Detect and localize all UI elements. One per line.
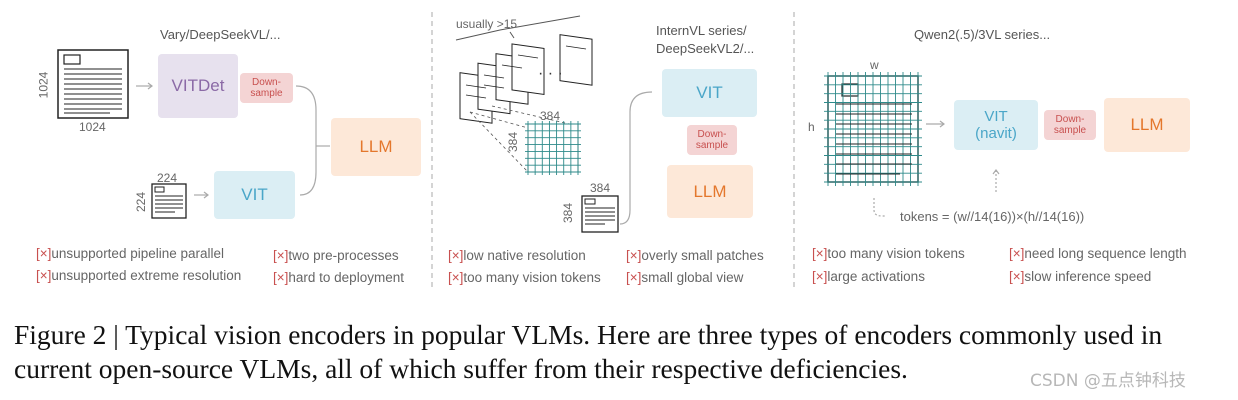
document-icon-global [581, 195, 619, 233]
issue-marker: [×] [36, 246, 52, 261]
vit-box: VIT [214, 171, 295, 219]
issue-marker: [×] [448, 248, 464, 263]
panel1-title: Vary/DeepSeekVL/... [160, 27, 281, 42]
width-label: w [870, 58, 879, 72]
downsample-box: Down- sample [240, 73, 293, 103]
issue-marker: [×] [626, 248, 642, 263]
issue-item: [×]too many vision tokens [812, 246, 965, 261]
issue-item: [×]unsupported extreme resolution [36, 268, 242, 283]
llm-box: LLM [667, 165, 753, 218]
global-doc-height-label: 384 [561, 202, 576, 224]
navit-box: VIT (navit) [954, 100, 1038, 150]
panel3-title: Qwen2(.5)/3VL series... [914, 27, 1051, 42]
flow-arrows-panel1 [136, 82, 330, 199]
downsample-box: Down- sample [687, 125, 737, 155]
downsample-box: Down- sample [1044, 110, 1096, 140]
vit-box: VIT [662, 69, 757, 117]
issue-item: [×]small global view [626, 270, 744, 285]
watermark: CSDN @五点钟科技 [1030, 371, 1186, 391]
doc-small-width-label: 224 [157, 171, 178, 185]
llm-box: LLM [331, 118, 421, 176]
issue-item: [×]overly small patches [626, 248, 764, 263]
document-tile-lines [465, 45, 587, 99]
flow-arrows-panel3 [873, 120, 1000, 217]
global-doc-width-label: 384 [590, 181, 611, 195]
document-icon-small [151, 183, 187, 219]
doc-small-height-label: 224 [134, 191, 149, 213]
issue-item: [×]unsupported pipeline parallel [36, 246, 225, 261]
issue-item: [×]large activations [812, 269, 925, 284]
bracket-line [455, 15, 581, 41]
issue-marker: [×] [36, 268, 52, 283]
issue-marker: [×] [626, 270, 642, 285]
issue-item: [×]too many vision tokens [448, 270, 601, 285]
panel2-title: InternVL series/ DeepSeekVL2/... [656, 23, 755, 56]
issue-item: [×]slow inference speed [1009, 269, 1152, 284]
issue-marker: [×] [448, 270, 464, 285]
document-icon-large [57, 49, 129, 119]
navit-grid-lines [824, 72, 922, 186]
doc-large-height-label: 1024 [36, 71, 51, 99]
issue-item: [×]hard to deployment [273, 270, 404, 285]
issue-marker: [×] [1009, 269, 1025, 284]
vitdet-box: VITDet [158, 54, 238, 118]
issue-marker: [×] [273, 248, 289, 263]
patch-height-label: 384 [506, 131, 521, 153]
issue-marker: [×] [812, 246, 828, 261]
flow-arrows-panel2 [619, 91, 653, 225]
usually-label: usually >15 [456, 17, 518, 31]
doc-large-width-label: 1024 [79, 120, 106, 134]
issue-marker: [×] [273, 270, 289, 285]
issue-marker: [×] [1009, 246, 1025, 261]
issue-item: [×]two pre-processes [273, 248, 399, 263]
patch-width-label: 384 [540, 109, 561, 123]
navit-doc-lines [836, 103, 912, 175]
figure-caption: Figure 2 | Typical vision encoders in po… [14, 319, 1163, 384]
tokens-formula: tokens = (w//14(16))×(h//14(16)) [900, 209, 1085, 224]
patch-grid-lines [525, 121, 581, 175]
issue-item: [×]low native resolution [448, 248, 586, 263]
ellipsis-dots: · · · [538, 65, 563, 82]
llm-box: LLM [1104, 98, 1190, 152]
height-label: h [808, 120, 815, 134]
document-tiles [459, 34, 593, 124]
issue-marker: [×] [812, 269, 828, 284]
issue-item: [×]need long sequence length [1009, 246, 1187, 261]
